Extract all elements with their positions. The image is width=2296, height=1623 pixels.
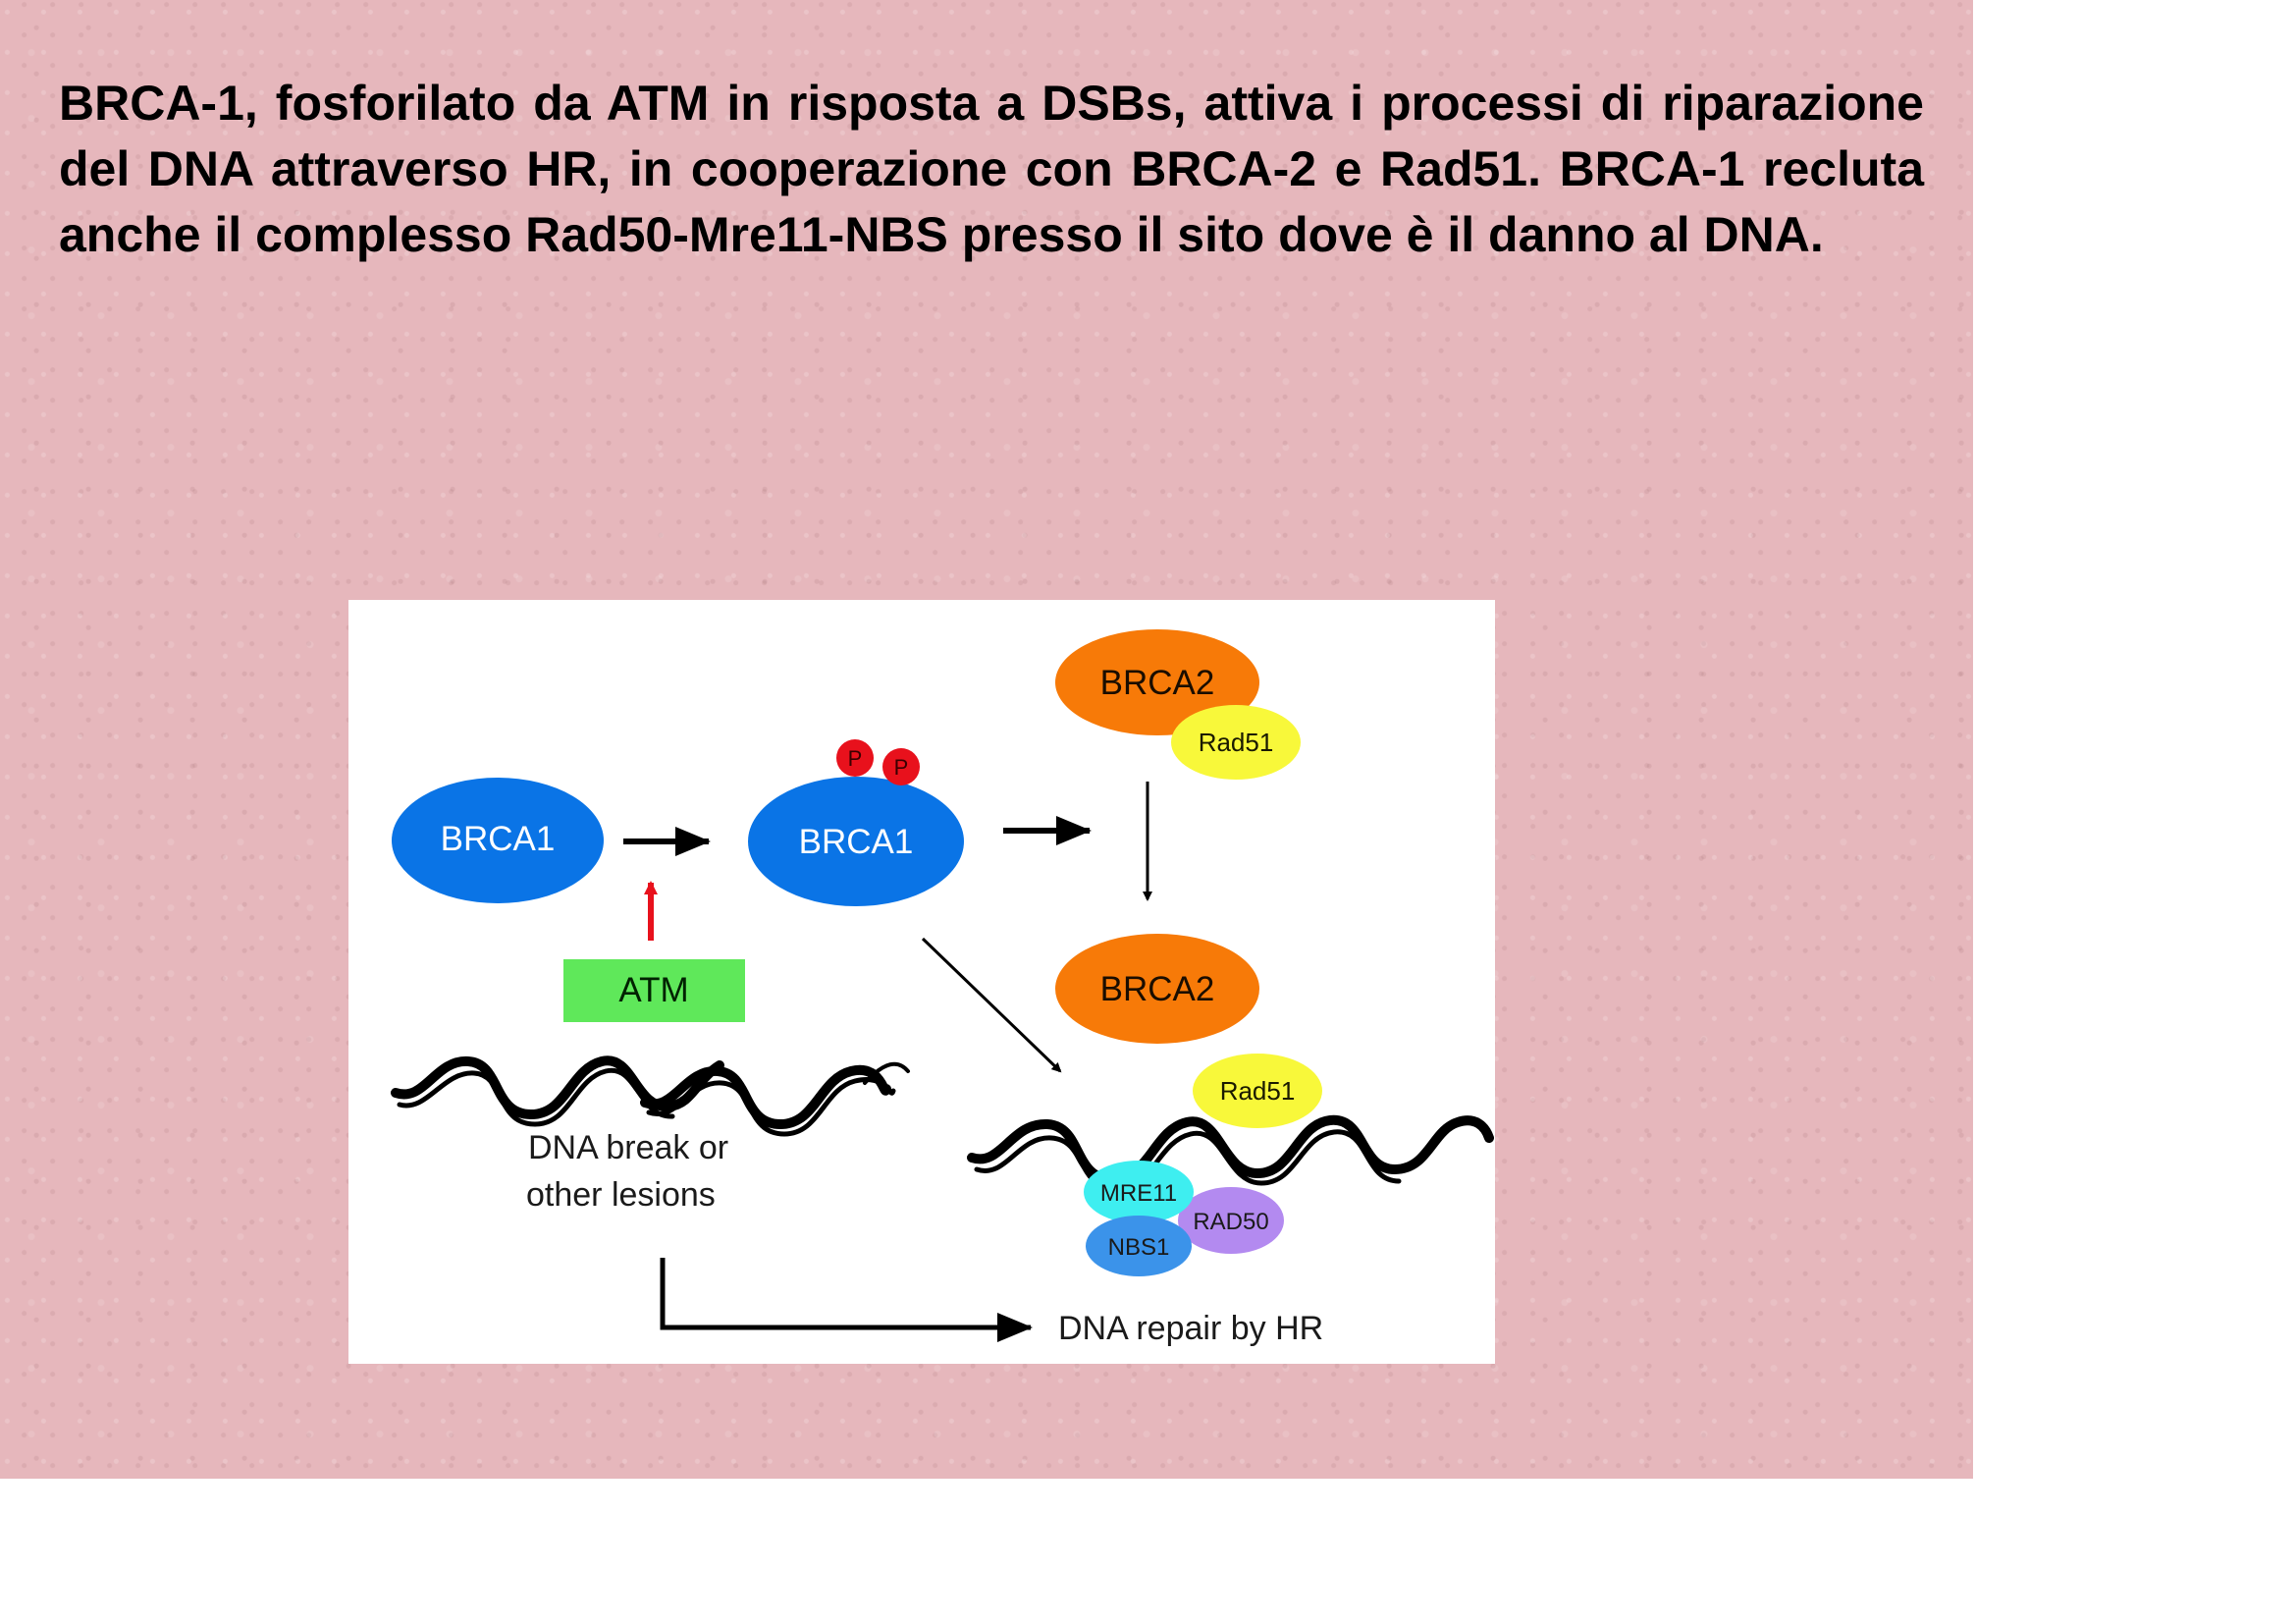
nbs1-label: NBS1	[1108, 1234, 1170, 1261]
rad51-bottom-node: Rad51	[1193, 1054, 1322, 1128]
phospho-label-2: P	[894, 755, 909, 780]
arrow-brca1-to-damage-site	[921, 937, 1062, 1073]
rad51-top-label: Rad51	[1199, 728, 1274, 757]
phospho-label-1: P	[848, 746, 863, 771]
slide-title: BRCA-1, fosforilato da ATM in risposta a…	[59, 76, 1924, 262]
rad51-bottom-shape	[1193, 1054, 1322, 1128]
nbs1-shape	[1086, 1216, 1192, 1276]
rad51-bottom-label: Rad51	[1220, 1076, 1296, 1106]
mre11-label: MRE11	[1100, 1180, 1177, 1207]
atm-node: ATM	[563, 959, 745, 1022]
outcome-label: DNA repair by HR	[1058, 1310, 1323, 1347]
rad51-top-shape	[1171, 705, 1301, 780]
diagram-panel: BRCA1 BRCA1 P P BRCA2 Rad5	[348, 600, 1495, 1364]
brca2-bottom-shape	[1055, 934, 1259, 1044]
mrn-complex: RAD50 MRE11 NBS1	[1084, 1161, 1284, 1276]
dna-repair-strand-a	[967, 1114, 1494, 1185]
dna-strand-right-c	[863, 1061, 910, 1085]
broken-dna-strands	[391, 1055, 910, 1137]
arrow-lesion-to-repair	[660, 1258, 1033, 1342]
dna-repair-strand-b	[974, 1129, 1402, 1192]
slide-background: BRCA-1, fosforilato da ATM in risposta a…	[0, 0, 1973, 1479]
brca1-active-shape	[748, 777, 964, 906]
dna-strand-left-a	[391, 1055, 724, 1120]
brca1-inactive-node: BRCA1	[392, 778, 604, 903]
lesion-label-line1: DNA break or	[528, 1129, 728, 1166]
mre11-shape	[1084, 1161, 1194, 1223]
atm-label: ATM	[618, 971, 688, 1009]
brca2-bottom-label: BRCA2	[1100, 970, 1215, 1008]
brca2-bottom-node: BRCA2	[1055, 934, 1259, 1044]
brca1-inactive-label: BRCA1	[441, 820, 556, 858]
brca1-pathway-diagram: BRCA1 BRCA1 P P BRCA2 Rad5	[391, 629, 1494, 1347]
rad50-shape	[1178, 1187, 1284, 1254]
brca2-top-label: BRCA2	[1100, 664, 1215, 702]
phospho-group-2	[882, 748, 920, 785]
repair-dna-strand	[967, 1114, 1494, 1192]
lesion-label-line2: other lesions	[526, 1176, 716, 1214]
dna-strand-right-a	[640, 1064, 891, 1130]
brca2-rad51-complex-top: BRCA2 Rad51	[1055, 629, 1301, 780]
rad50-label: RAD50	[1193, 1209, 1268, 1235]
phospho-group-1	[836, 739, 874, 777]
brca1-inactive-shape	[392, 778, 604, 903]
dna-strand-left-b	[397, 1067, 675, 1127]
atm-box	[563, 959, 745, 1022]
brca1-phosphorylated-node: BRCA1 P P	[748, 739, 964, 906]
brca1-active-label: BRCA1	[799, 823, 914, 861]
